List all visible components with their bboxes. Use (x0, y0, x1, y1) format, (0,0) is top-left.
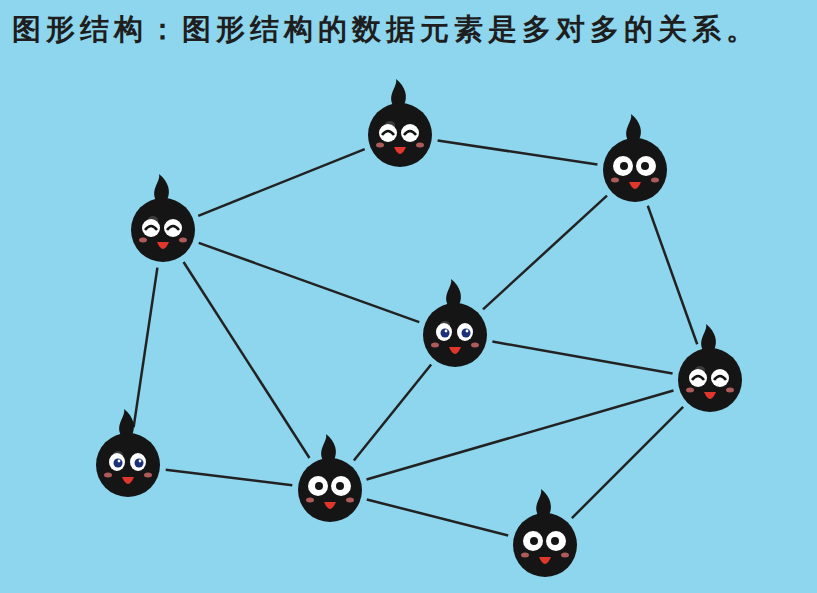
blob-character (595, 112, 675, 204)
graph-edge (166, 470, 293, 486)
graph-edge (438, 141, 598, 165)
graph-vertex (123, 172, 203, 264)
graph-vertex (670, 322, 750, 414)
graph-vertex (505, 487, 585, 579)
graph-edge (134, 268, 158, 428)
graph-edge (483, 196, 607, 310)
diagram-title: 图形结构：图形结构的数据元素是多对多的关系。 (12, 10, 760, 50)
blob-character (123, 172, 203, 264)
blob-character (88, 407, 168, 499)
graph-edge (367, 391, 674, 480)
blob-character (505, 487, 585, 579)
graph-vertex (88, 407, 168, 499)
graph-vertex (360, 77, 440, 169)
graph-edge (648, 206, 697, 344)
graph-vertex (290, 432, 370, 524)
graph-edge (572, 407, 683, 518)
graph-edge (198, 149, 364, 216)
blob-character (415, 277, 495, 369)
graph-edge (354, 365, 431, 461)
graph-edge (367, 499, 508, 535)
graph-vertex (595, 112, 675, 204)
graph-edge (184, 262, 310, 458)
graph-edge (492, 342, 672, 374)
graph-vertex (415, 277, 495, 369)
graph-edge (199, 243, 419, 322)
blob-character (670, 322, 750, 414)
blob-character (290, 432, 370, 524)
blob-character (360, 77, 440, 169)
